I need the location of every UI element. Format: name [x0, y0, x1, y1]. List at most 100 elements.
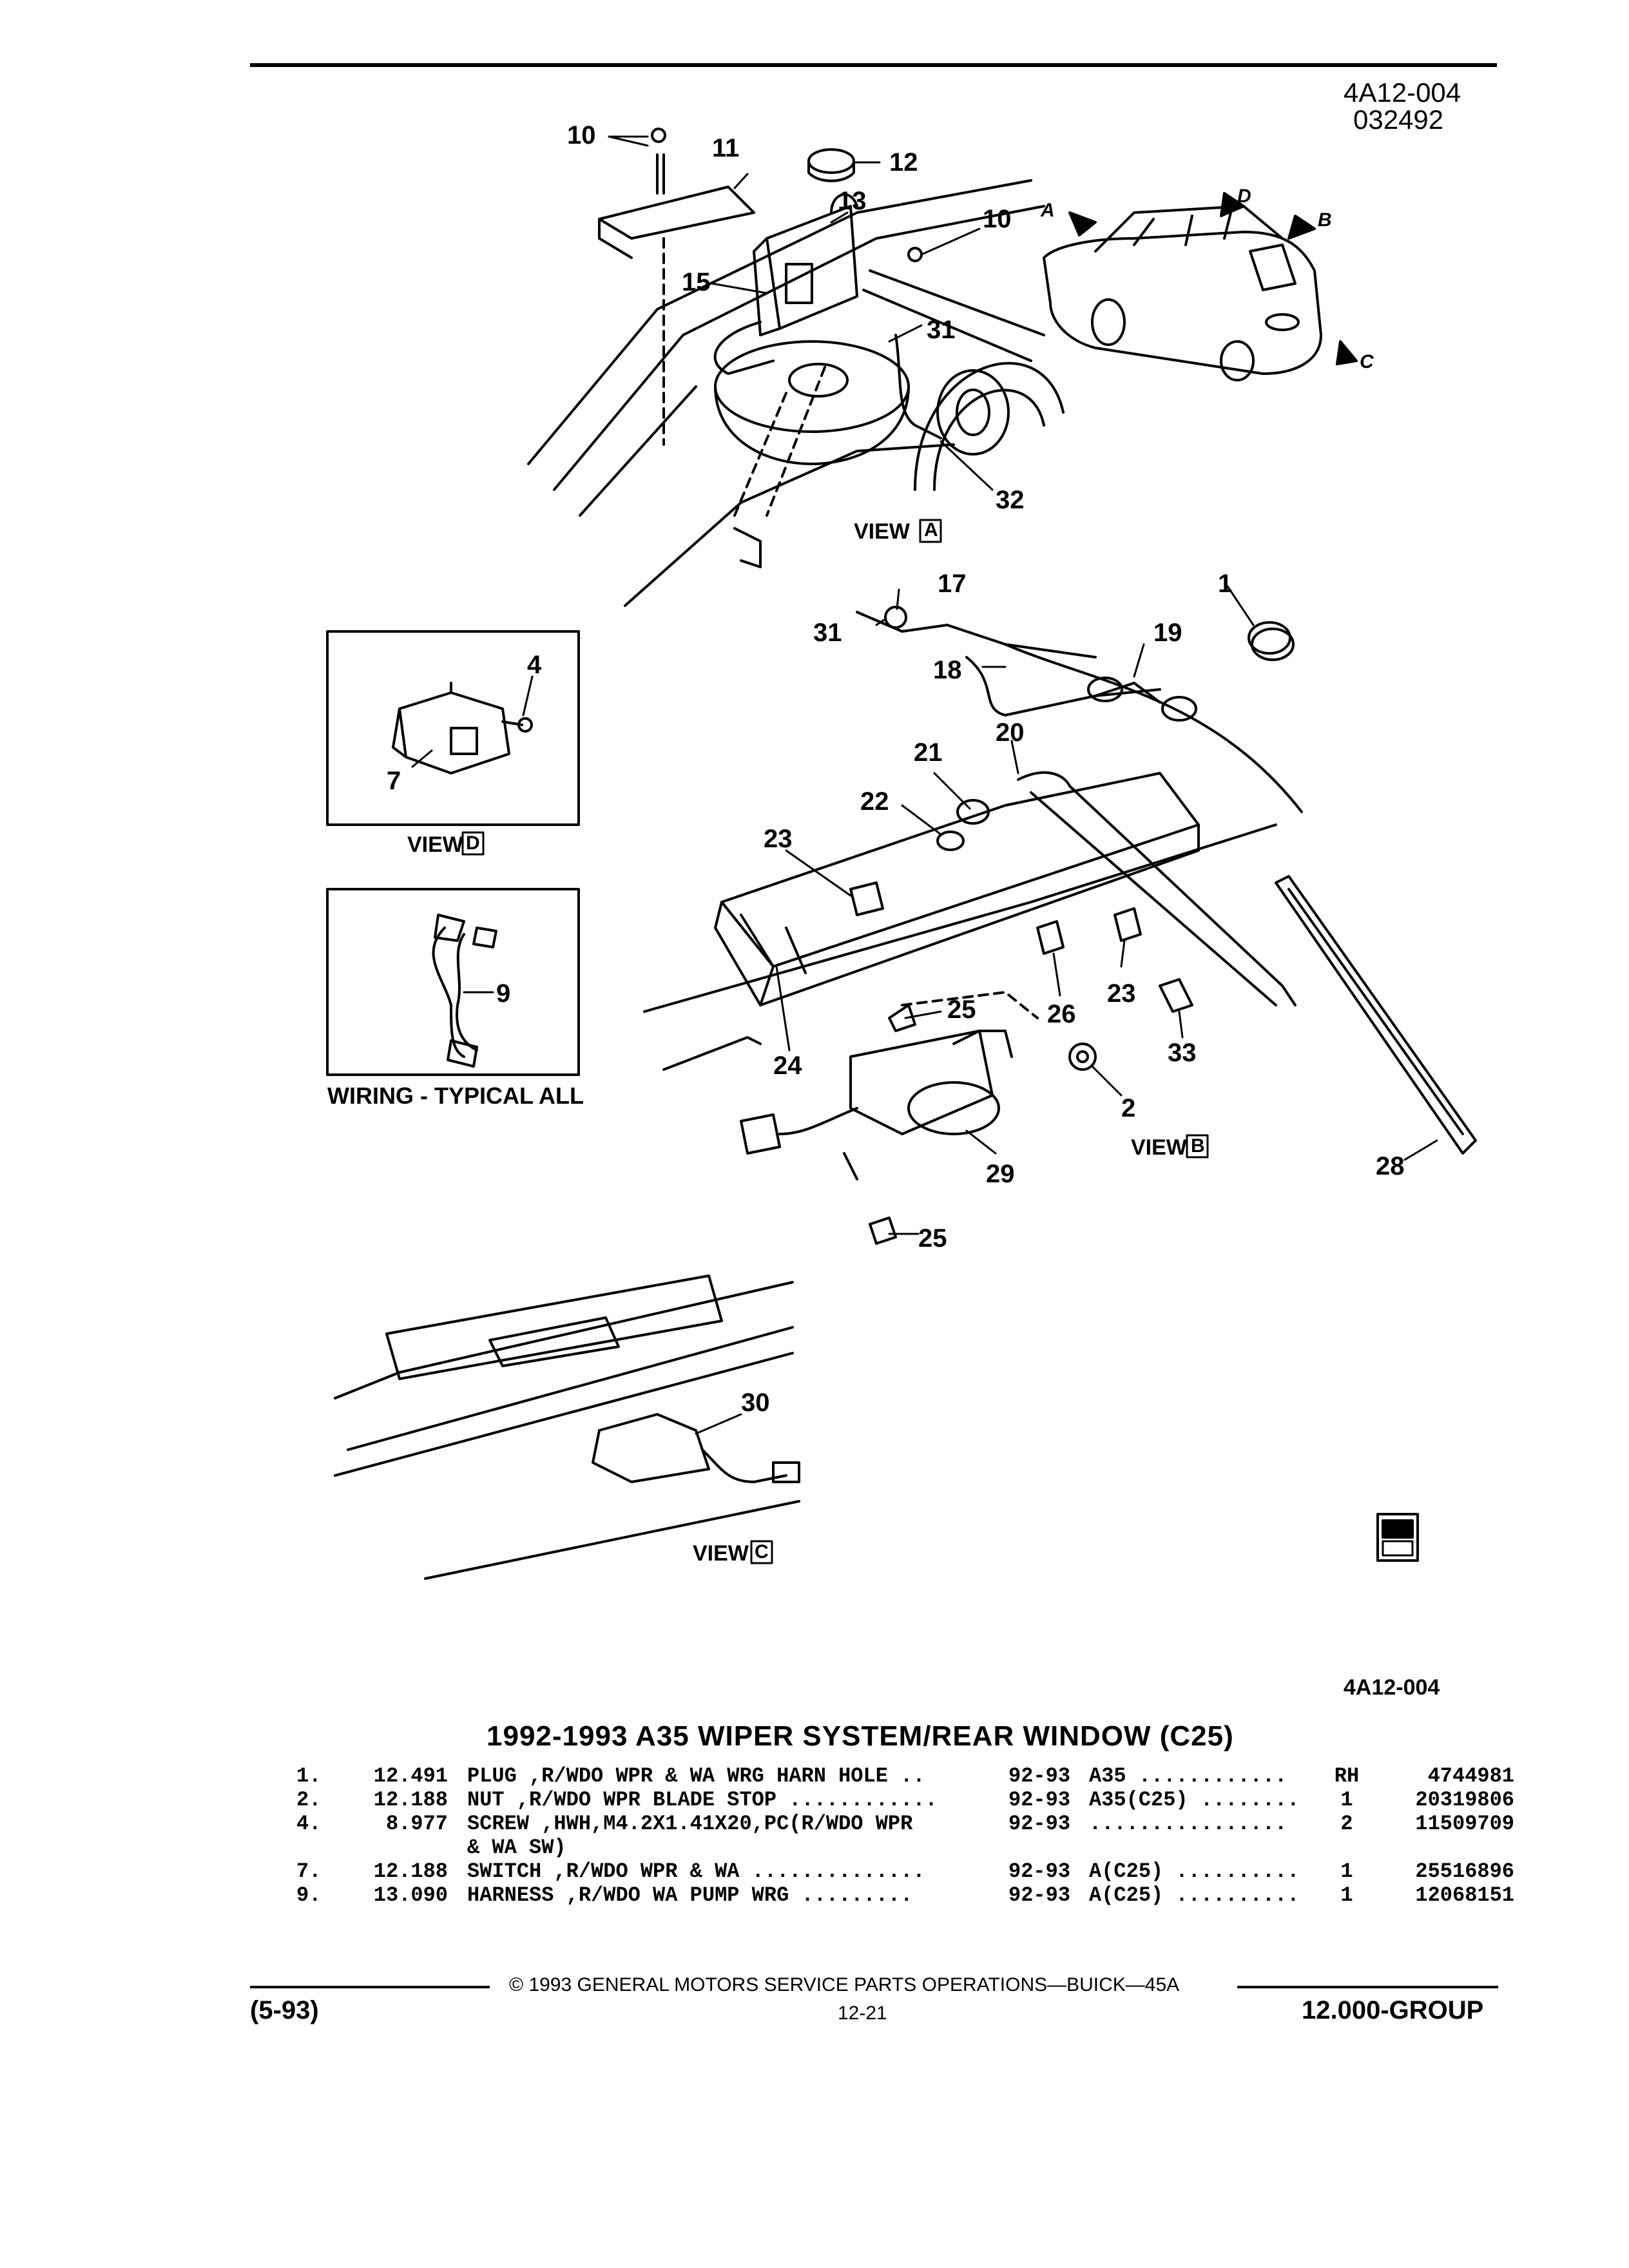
description: NUT ,R/WDO WPR BLADE STOP ............ [467, 1788, 938, 1812]
callout-12: 12 [889, 148, 918, 177]
callout-26: 26 [1047, 1000, 1076, 1028]
view-c-drawing [334, 1274, 800, 1580]
top-rule [250, 63, 1497, 67]
illustration-code: 4A12-004 [1344, 77, 1461, 108]
description: SWITCH ,R/WDO WPR & WA .............. [467, 1860, 925, 1883]
item-number: 2. [296, 1788, 322, 1812]
callout-23: 23 [764, 825, 793, 853]
group-number: 13.090 [373, 1883, 448, 1907]
callout-31b: 31 [813, 619, 842, 647]
view-a-letter: A [924, 519, 938, 541]
part-number: 4744981 [1427, 1764, 1514, 1788]
callout-17: 17 [938, 570, 967, 598]
arrow-b-letter: B [1318, 209, 1332, 231]
item-number: 4. [296, 1812, 322, 1836]
callout-10b: 10 [983, 205, 1012, 233]
view-d-letter: D [466, 832, 480, 854]
revision-date: (5-93) [250, 1996, 319, 2024]
view-b-drawing [643, 606, 1477, 1245]
page-title: 1992-1993 A35 WIPER SYSTEM/REAR WINDOW (… [487, 1720, 1234, 1752]
callout-7: 7 [387, 767, 401, 795]
gm-spo-logo [1376, 1513, 1419, 1562]
arrow-c-letter: C [1360, 351, 1374, 372]
view-c-letter: C [755, 1541, 769, 1562]
description: PLUG ,R/WDO WPR & WA WRG HARN HOLE .. [467, 1764, 925, 1788]
view-c-label: VIEW [693, 1541, 749, 1566]
parts-row: 4. 8.977 SCREW ,HWH,M4.2X1.41X20,PC(R/WD… [296, 1812, 1514, 1836]
model: A35(C25) ........ [1089, 1788, 1300, 1812]
parts-row: 2. 12.188 NUT ,R/WDO WPR BLADE STOP ....… [296, 1788, 1514, 1812]
callout-9: 9 [496, 979, 511, 1008]
parts-list: 1. 12.491 PLUG ,R/WDO WPR & WA WRG HARN … [296, 1764, 1514, 1907]
group-label: 12.000-GROUP [1302, 1996, 1484, 2024]
wiring-caption: WIRING - TYPICAL ALL [327, 1082, 584, 1109]
parts-row: 7. 12.188 SWITCH ,R/WDO WPR & WA .......… [296, 1860, 1514, 1883]
figure-code: 4A12-004 [1344, 1675, 1440, 1700]
leader-lines [411, 135, 1438, 1435]
callout-11: 11 [712, 134, 740, 162]
description: SCREW ,HWH,M4.2X1.41X20,PC(R/WDO WPR [467, 1812, 913, 1836]
wiring-box [326, 888, 580, 1076]
view-a-drawing [527, 128, 1065, 607]
group-number: 8.977 [385, 1812, 448, 1836]
callout-4: 4 [527, 651, 542, 679]
arrow-a-letter: A [1041, 200, 1055, 221]
item-number: 7. [296, 1860, 322, 1883]
item-number: 9. [296, 1883, 322, 1907]
view-d-box [326, 630, 580, 826]
quantity: 2 [1340, 1812, 1353, 1836]
view-d-label: VIEW [407, 832, 463, 857]
callout-31: 31 [927, 316, 956, 344]
date-code: 032492 [1353, 104, 1444, 135]
years: 92-93 [1008, 1883, 1071, 1907]
quantity: 1 [1340, 1860, 1353, 1883]
quantity: 1 [1340, 1788, 1353, 1812]
callout-30: 30 [741, 1389, 770, 1417]
description: & WA SW) [467, 1836, 566, 1860]
parts-row: 9. 13.090 HARNESS ,R/WDO WA PUMP WRG ...… [296, 1883, 1514, 1907]
part-number: 20319806 [1415, 1788, 1514, 1812]
parts-row-continuation: & WA SW) [296, 1836, 1514, 1860]
years: 92-93 [1008, 1788, 1071, 1812]
callout-33: 33 [1168, 1039, 1197, 1067]
parts-row: 1. 12.491 PLUG ,R/WDO WPR & WA WRG HARN … [296, 1764, 1514, 1788]
callout-25b: 25 [918, 1224, 947, 1253]
page-number: 12-21 [838, 2003, 887, 2024]
view-b-label: VIEW [1131, 1135, 1187, 1160]
vehicle-key-drawing [1043, 192, 1358, 381]
callout-1: 1 [1218, 570, 1233, 598]
years: 92-93 [1008, 1764, 1071, 1788]
model: ................ [1089, 1812, 1287, 1836]
years: 92-93 [1008, 1860, 1071, 1883]
callout-15: 15 [682, 268, 711, 296]
view-a-label: VIEW [854, 519, 910, 544]
group-number: 12.188 [373, 1788, 448, 1812]
callout-2: 2 [1121, 1094, 1136, 1122]
description: HARNESS ,R/WDO WA PUMP WRG ......... [467, 1883, 913, 1907]
footer-rule-left [250, 1986, 490, 1988]
callout-29: 29 [986, 1160, 1015, 1188]
callout-23b: 23 [1107, 979, 1136, 1008]
quantity: RH [1334, 1764, 1360, 1788]
callout-19: 19 [1153, 619, 1182, 647]
quantity: 1 [1340, 1883, 1353, 1907]
years: 92-93 [1008, 1812, 1071, 1836]
group-number: 12.491 [373, 1764, 448, 1788]
item-number: 1. [296, 1764, 322, 1788]
callout-10: 10 [567, 121, 596, 149]
callout-32: 32 [996, 486, 1025, 514]
callout-25: 25 [947, 995, 976, 1024]
callout-24: 24 [773, 1052, 802, 1080]
part-number: 12068151 [1415, 1883, 1514, 1907]
copyright: © 1993 GENERAL MOTORS SERVICE PARTS OPER… [509, 1974, 1180, 1995]
part-number: 11509709 [1415, 1812, 1514, 1836]
callout-13: 13 [838, 187, 867, 215]
arrow-d-letter: D [1237, 186, 1251, 207]
view-b-letter: B [1191, 1135, 1205, 1157]
callout-22: 22 [860, 787, 889, 816]
callout-18: 18 [933, 656, 962, 684]
footer-rule-right [1237, 1986, 1498, 1988]
model: A(C25) .......... [1089, 1883, 1300, 1907]
callout-21: 21 [914, 738, 943, 767]
